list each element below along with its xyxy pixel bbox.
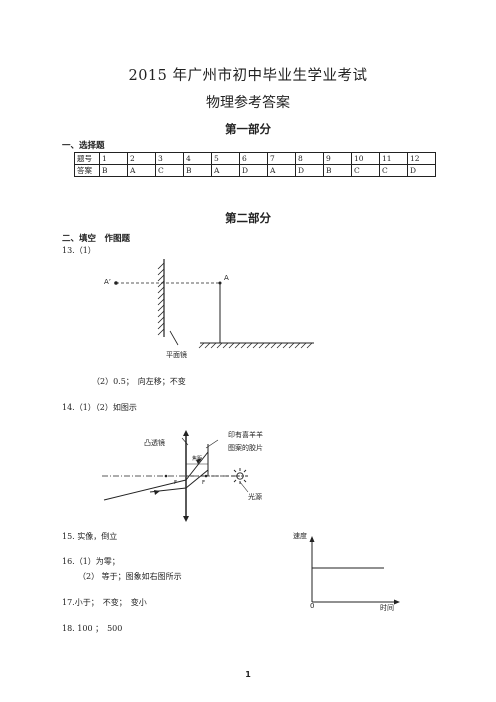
q14-label: 14.（1）（2）如图示: [62, 403, 137, 412]
mirror-diagram: [114, 259, 314, 349]
question-number: 10: [351, 152, 380, 165]
answer-row-label: 答案: [74, 164, 100, 177]
q16-answer-1: 16.（1）为零；: [62, 557, 120, 566]
light-source-label: 光源: [248, 493, 262, 501]
answer-cell: B: [323, 164, 352, 177]
section-choice-title: 一、选择题: [62, 141, 105, 151]
answer-cell: D: [407, 164, 436, 177]
speed-time-graph: [309, 536, 400, 605]
film-label-line2: 图案的胶片: [228, 444, 263, 452]
doc-subtitle: 物理参考答案: [206, 95, 290, 111]
image-point-label: A’: [104, 278, 112, 286]
answer-table: 题号 1 2 3 4 5 6 7 8 9 10 11 12 答案 B A C B…: [74, 152, 436, 177]
question-row: 题号 1 2 3 4 5 6 7 8 9 10 11 12: [74, 152, 436, 165]
lens-label: 凸透镜: [144, 439, 165, 447]
question-number: 2: [127, 152, 156, 165]
q16-answer-2: （2） 等于；图象如右图所示: [78, 572, 182, 581]
answer-cell: B: [183, 164, 212, 177]
q13-part2-answer: （2）0.5； 向左移；不变: [92, 377, 186, 386]
question-number: 4: [183, 152, 212, 165]
question-row-label: 题号: [74, 152, 100, 165]
section-fill-title: 二、填空 作图题: [62, 234, 131, 244]
focal-point-right-label: F: [202, 480, 206, 486]
focal-length-label: 焦距: [192, 456, 203, 462]
answer-cell: A: [211, 164, 240, 177]
question-number: 6: [239, 152, 268, 165]
part2-title: 第二部分: [225, 211, 271, 225]
mirror-leader-line: [169, 330, 179, 346]
light-source-icon: [232, 468, 248, 484]
question-number: 7: [267, 152, 296, 165]
question-number: 1: [99, 152, 128, 165]
question-number: 12: [407, 152, 436, 165]
lens-diagram: [102, 430, 249, 522]
question-number: 3: [155, 152, 184, 165]
answer-cell: A: [127, 164, 156, 177]
part1-title: 第一部分: [225, 122, 271, 136]
graph-origin-label: 0: [310, 602, 315, 610]
q13-label: 13.（1）: [62, 246, 96, 255]
answer-cell: D: [295, 164, 324, 177]
question-number: 11: [379, 152, 408, 165]
answer-cell: A: [267, 164, 296, 177]
image-point: [114, 281, 118, 285]
answer-cell: C: [379, 164, 408, 177]
question-number: 5: [211, 152, 240, 165]
ground-hatching: [198, 342, 313, 349]
question-number: 8: [295, 152, 324, 165]
page-number: 1: [245, 670, 251, 679]
film-label-line1: 印有喜羊羊: [228, 431, 263, 439]
answer-cell: D: [239, 164, 268, 177]
mirror-hatching: [157, 262, 165, 336]
mirror-label: 平面镜: [166, 351, 187, 359]
answer-cell: B: [99, 164, 128, 177]
graph-y-label: 速度: [293, 532, 307, 540]
q15-answer: 15. 实像，倒立: [62, 532, 118, 541]
graph-x-label: 时间: [380, 604, 394, 612]
answer-cell: C: [351, 164, 380, 177]
object-point-label: A: [224, 274, 229, 282]
doc-title: 2015 年广州市初中毕业生学业考试: [128, 68, 368, 84]
q18-answer: 18. 100 ； 500: [62, 624, 123, 633]
answer-row: 答案 B A C B A D A D B C C D: [74, 164, 436, 177]
focal-point-left-label: F: [174, 480, 178, 486]
question-number: 9: [323, 152, 352, 165]
answer-cell: C: [155, 164, 184, 177]
q17-answer: 17.小于； 不变； 变小: [62, 598, 147, 607]
